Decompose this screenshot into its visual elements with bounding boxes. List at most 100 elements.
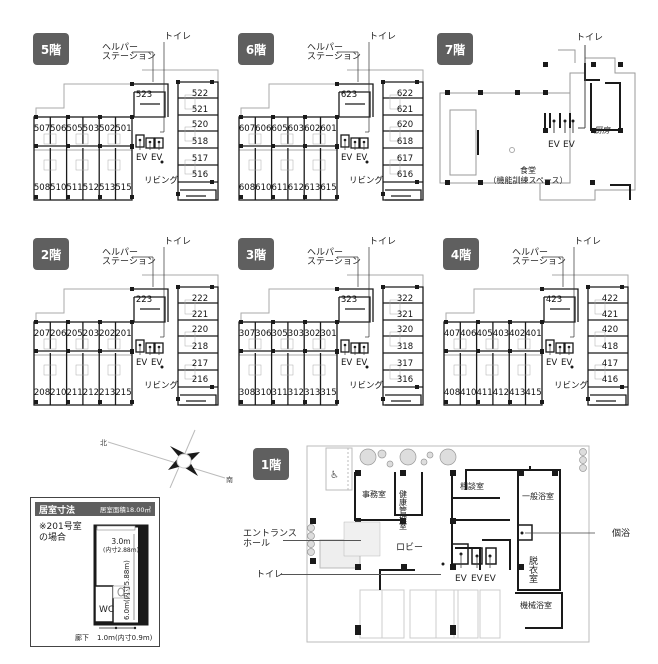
ev-label: EV bbox=[561, 358, 572, 368]
wc-label: WC bbox=[99, 605, 114, 615]
entrance-hall-leader bbox=[283, 540, 361, 541]
compass-rose: 北 南 bbox=[100, 429, 233, 488]
floor-badge-1: 1階 bbox=[253, 448, 289, 480]
room-number: 617 bbox=[397, 154, 413, 164]
room-number: 322 bbox=[397, 294, 413, 304]
room-number: 316 bbox=[397, 375, 413, 385]
room-dimensions-title: 居室寸法 bbox=[39, 505, 76, 516]
toilet-label: トイレ bbox=[369, 32, 397, 42]
compass-north-label: 北 bbox=[100, 439, 107, 447]
corridor-width-label: 1.0m(内寸0.9m) bbox=[97, 633, 153, 642]
floor-plan-7: 厨房 EV EV 食堂 （機能訓練スペース） bbox=[439, 45, 636, 201]
accessible-parking-icon: ♿ bbox=[330, 470, 339, 481]
room-number: 321 bbox=[397, 310, 413, 320]
room-number: 508 bbox=[34, 183, 50, 193]
room-number: 312 bbox=[288, 388, 304, 398]
room-number: 220 bbox=[192, 325, 208, 335]
room-number: 612 bbox=[288, 183, 304, 193]
room-number: 611 bbox=[271, 183, 287, 193]
room-number: 221 bbox=[192, 310, 208, 320]
ev-label: EV bbox=[471, 574, 484, 584]
room-number: 201 bbox=[115, 329, 131, 339]
room-number: 418 bbox=[602, 342, 618, 352]
room-width-inner-label: (内寸2.88m) bbox=[103, 546, 139, 554]
room-number: 311 bbox=[271, 388, 287, 398]
room-number: 517 bbox=[192, 154, 208, 164]
helper-station-label: ヘルパー ステーション bbox=[307, 248, 361, 267]
room-number: 520 bbox=[192, 120, 208, 130]
ev-label: EV bbox=[151, 358, 162, 368]
room-number: 318 bbox=[397, 342, 413, 352]
floor-badge-3: 3階 bbox=[238, 238, 274, 270]
floor-plan-1: 事務室 健康管理室 相談室 一般浴室 ロビー 脱衣室 機械浴室 EV EV EV… bbox=[306, 445, 595, 643]
room-number: 218 bbox=[192, 342, 208, 352]
helper-station-label: ヘルパー ステーション bbox=[102, 248, 156, 267]
room-number: 213 bbox=[99, 388, 115, 398]
room-number: 423 bbox=[546, 295, 562, 305]
helper-station-label: ヘルパー ステーション bbox=[512, 248, 566, 267]
room-number: 408 bbox=[444, 388, 460, 398]
room-number: 416 bbox=[602, 375, 618, 385]
living-label: リビング bbox=[144, 175, 179, 186]
room-number: 402 bbox=[509, 329, 525, 339]
dining-sub-label: （機能訓練スペース） bbox=[488, 175, 567, 185]
room-number: 607 bbox=[239, 124, 255, 134]
room-number: 513 bbox=[99, 183, 115, 193]
room-number: 306 bbox=[255, 329, 271, 339]
room-number: 303 bbox=[288, 329, 304, 339]
living-label: リビング bbox=[554, 380, 589, 391]
room-number: 302 bbox=[304, 329, 320, 339]
room-number: 223 bbox=[136, 295, 152, 305]
general-bath-label: 一般浴室 bbox=[522, 491, 554, 501]
room-number: 407 bbox=[444, 329, 460, 339]
room-number: 403 bbox=[493, 329, 509, 339]
room-number: 216 bbox=[192, 375, 208, 385]
living-label: リビング bbox=[144, 380, 179, 391]
room-number: 621 bbox=[397, 105, 413, 115]
room-number: 523 bbox=[136, 90, 152, 100]
floor7-toilet-label: トイレ bbox=[576, 33, 604, 43]
room-number: 602 bbox=[304, 124, 320, 134]
room-number: 615 bbox=[320, 183, 336, 193]
room-number: 212 bbox=[83, 388, 99, 398]
dressing-room-label: 脱衣室 bbox=[527, 555, 538, 583]
column-markers bbox=[445, 62, 623, 185]
room-number: 618 bbox=[397, 137, 413, 147]
helper-station-label: ヘルパー ステーション bbox=[307, 43, 361, 62]
room-number: 217 bbox=[192, 359, 208, 369]
consult-room-label: 相談室 bbox=[460, 481, 484, 491]
room-number: 208 bbox=[34, 388, 50, 398]
ev-label: EV bbox=[356, 358, 367, 368]
ev-label: EV bbox=[484, 574, 497, 584]
room-number: 421 bbox=[602, 310, 618, 320]
room-number: 503 bbox=[83, 124, 99, 134]
room-number: 422 bbox=[602, 294, 618, 304]
room-number: 410 bbox=[460, 388, 476, 398]
room-number: 501 bbox=[115, 124, 131, 134]
room-number: 207 bbox=[34, 329, 50, 339]
room-number: 205 bbox=[66, 329, 82, 339]
room-number: 305 bbox=[271, 329, 287, 339]
entrance-mat bbox=[343, 521, 381, 557]
room-number: 206 bbox=[50, 329, 66, 339]
room-number: 601 bbox=[320, 124, 336, 134]
toilet-label-1f: トイレ bbox=[256, 570, 284, 580]
room-number: 210 bbox=[50, 388, 66, 398]
room-number: 313 bbox=[304, 388, 320, 398]
room-depth-label: 6.0m(内寸5.88m) bbox=[122, 560, 131, 620]
room-number: 622 bbox=[397, 89, 413, 99]
room-dimensions-panel: 居室寸法 居室面積18.00㎡ ※201号室 の場合 3.0m (内寸2.88m… bbox=[30, 497, 160, 647]
room-number: 203 bbox=[83, 329, 99, 339]
room-number: 310 bbox=[255, 388, 271, 398]
ev-label: EV bbox=[151, 153, 162, 163]
room-number: 516 bbox=[192, 170, 208, 180]
room-number: 323 bbox=[341, 295, 357, 305]
machine-bath-label: 機械浴室 bbox=[520, 600, 552, 610]
helper-station-label: ヘルパー ステーション bbox=[102, 43, 156, 62]
room-number: 623 bbox=[341, 90, 357, 100]
room-area-label: 居室面積18.00㎡ bbox=[99, 506, 151, 514]
room-number: 420 bbox=[602, 325, 618, 335]
